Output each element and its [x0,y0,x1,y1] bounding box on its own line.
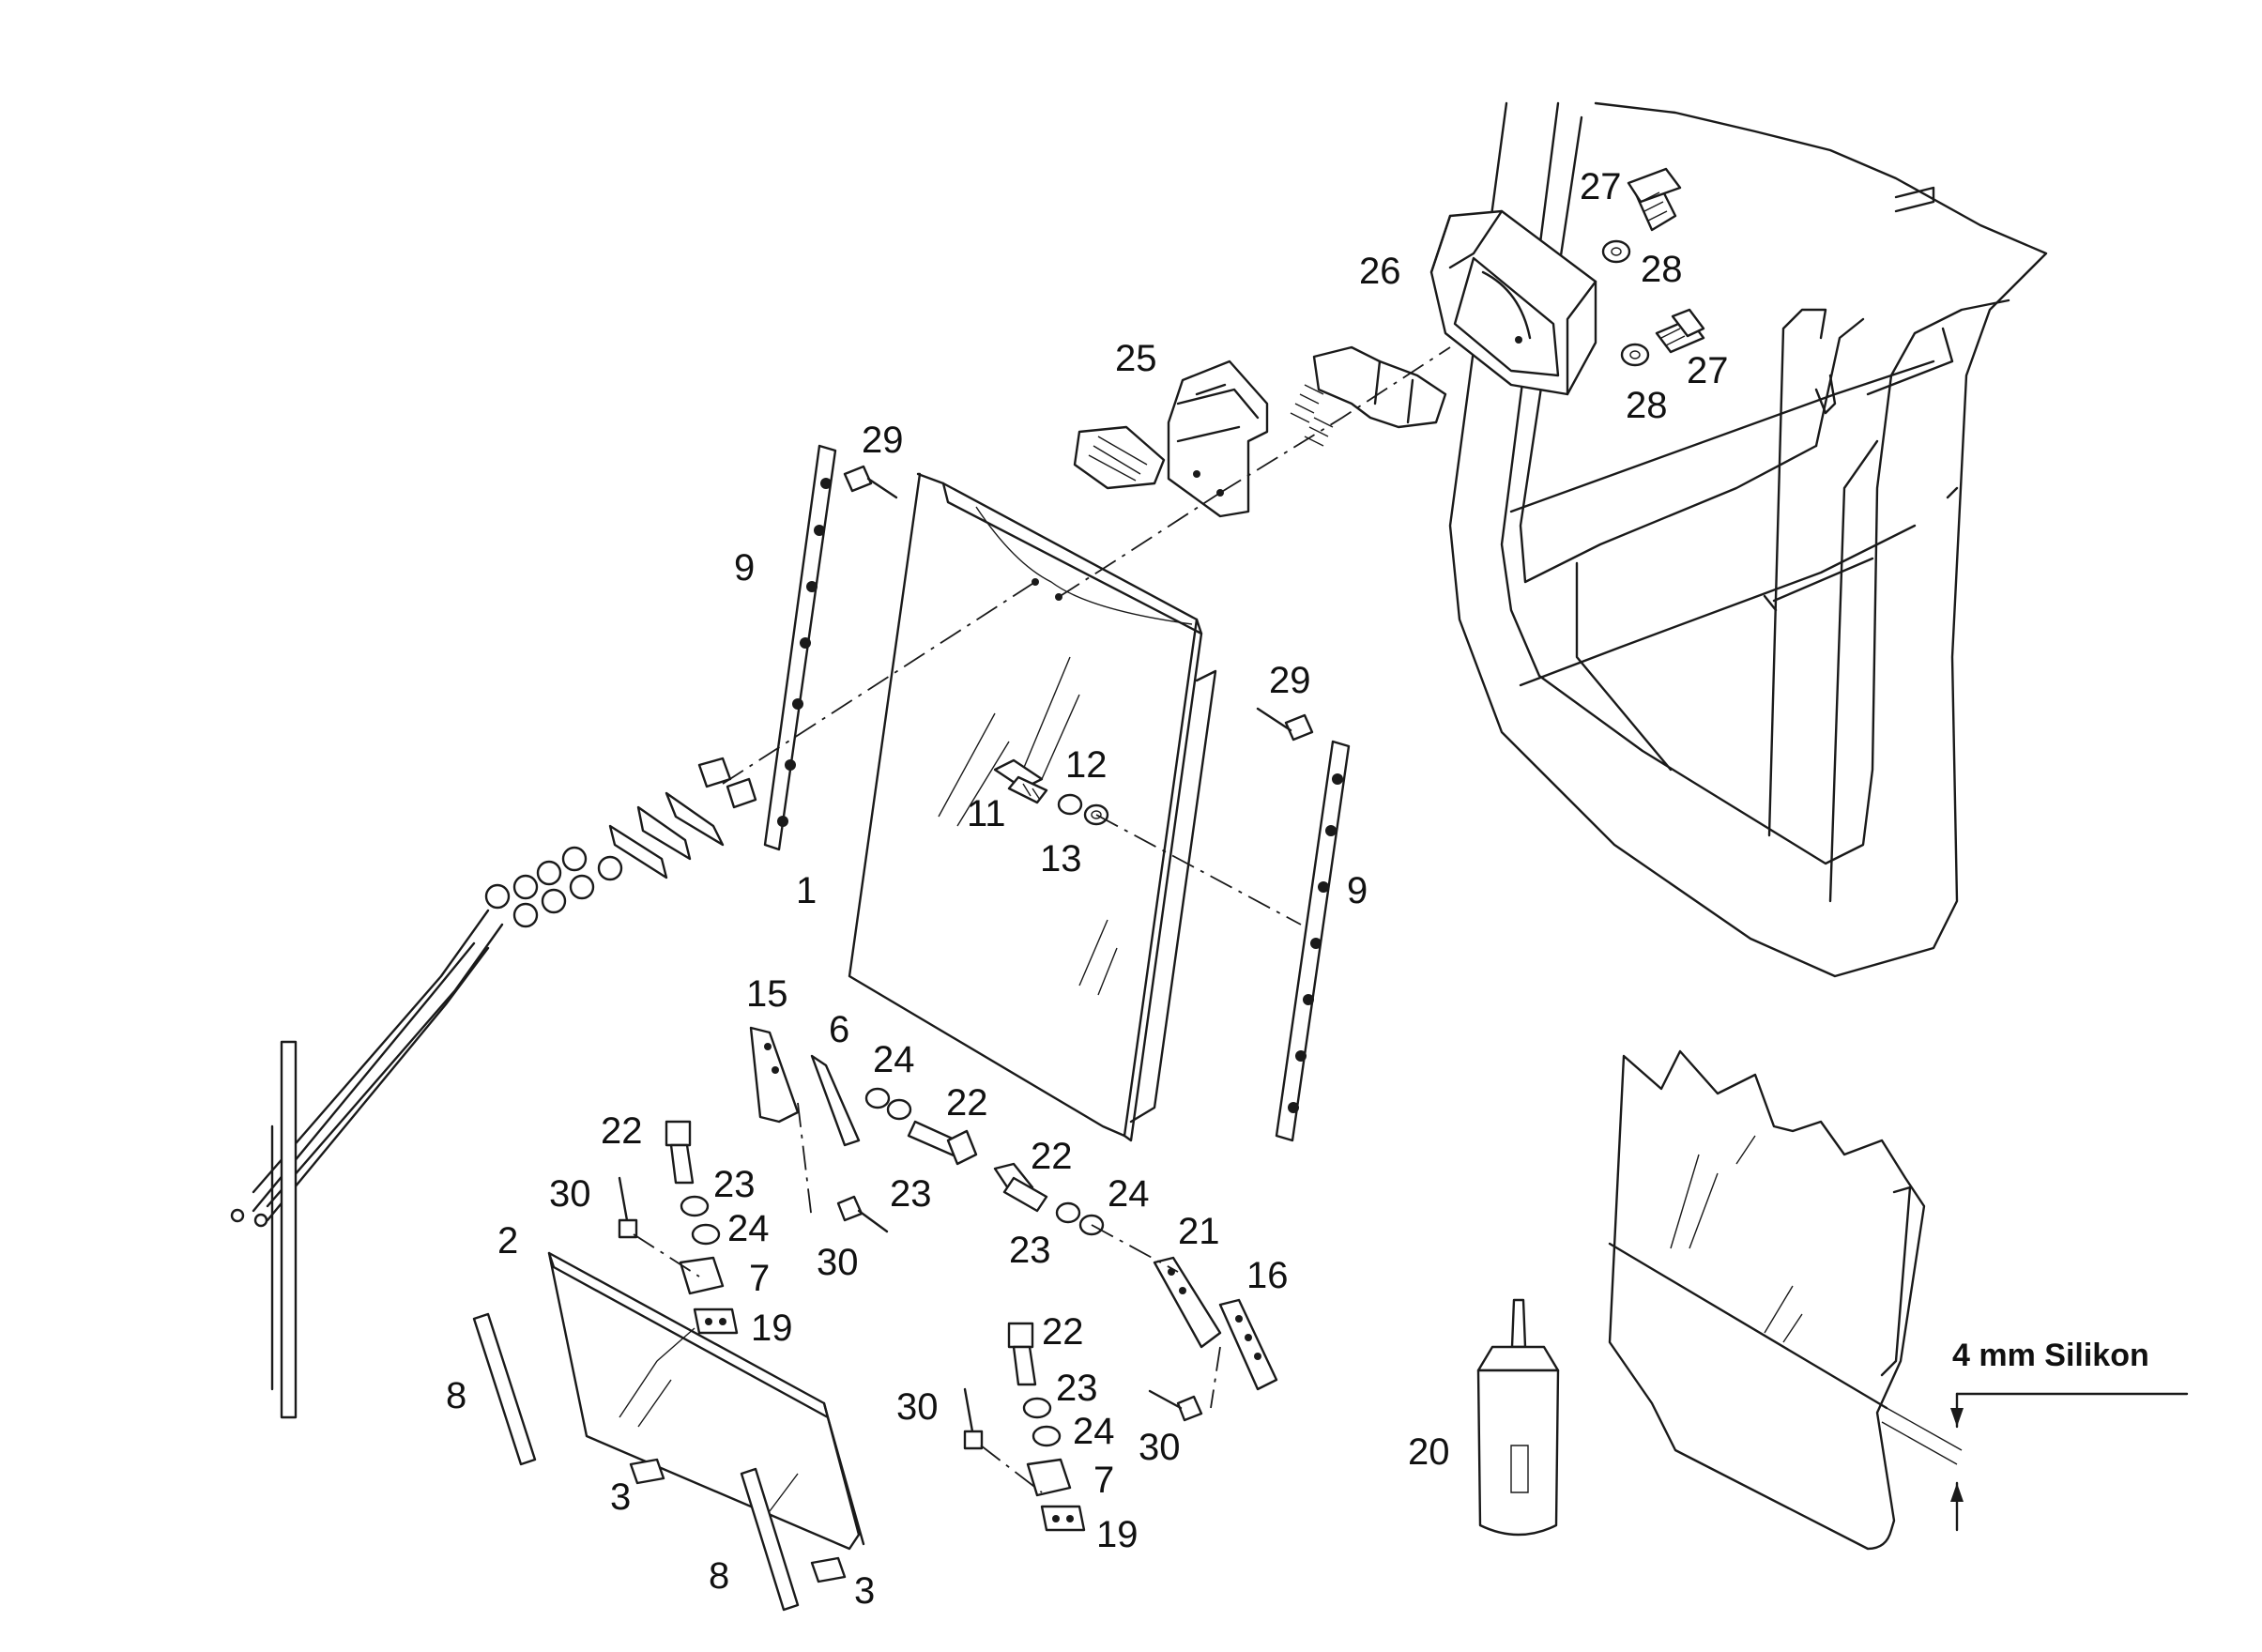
label-22-lower: 22 [1042,1311,1084,1353]
label-29-upper: 29 [862,420,904,461]
label-19-right: 19 [1096,1514,1139,1555]
pad-3-right [810,1556,847,1583]
label-30-left: 30 [549,1173,591,1215]
clip-7-19-right [1026,1425,1086,1532]
screw-30-b [836,1195,889,1233]
label-15: 15 [746,973,788,1015]
strip-6 [810,1054,861,1147]
label-24-upper: 24 [873,1039,915,1080]
label-2: 2 [497,1220,518,1262]
clip-7-19-left [679,1223,739,1335]
label-30-lower: 30 [896,1386,939,1428]
label-21: 21 [1178,1211,1220,1252]
label-22-left: 22 [601,1110,643,1152]
label-22-upper: 22 [946,1082,988,1124]
bolt-22-left [665,1120,710,1217]
label-30-right: 30 [1139,1427,1181,1468]
screw-29-right [1256,707,1314,742]
label-24-mid: 24 [1108,1173,1150,1215]
label-25: 25 [1115,338,1157,379]
label-27-lower: 27 [1687,350,1729,391]
label-20: 20 [1408,1431,1450,1473]
work-light-housing [1429,209,1597,396]
label-23-left: 23 [713,1164,756,1205]
label-6: 6 [829,1009,849,1050]
label-30-mid: 30 [817,1242,859,1283]
label-22-mid: 22 [1031,1136,1073,1177]
wiper-arm [230,909,504,1419]
pad-3-left [629,1458,665,1485]
hinge-strip-9-left [763,444,837,851]
seal-strip-8-left [472,1312,537,1466]
label-24-lower: 24 [1073,1411,1115,1452]
cab-frame [1448,101,2048,978]
label-7-right: 7 [1093,1460,1114,1501]
washer-12 [1057,793,1083,816]
spacer-blocks [608,757,757,880]
label-8-left: 8 [446,1375,466,1416]
label-27-upper: 27 [1580,166,1622,207]
label-9-right: 9 [1347,870,1368,911]
label-3-right: 3 [854,1570,875,1612]
silicone-tube-20 [1476,1298,1560,1537]
bracket-21 [1153,1256,1222,1349]
label-23-upper: 23 [890,1173,932,1215]
bolt-22-upper [907,1120,978,1166]
screw-30-a [618,1176,638,1239]
label-19-left: 19 [751,1308,793,1349]
label-12: 12 [1065,744,1108,786]
bracket-16 [1218,1298,1278,1391]
bolt-22-lower [1007,1322,1052,1419]
screw-29-upper [843,465,898,499]
wiper-motor-assembly [1073,345,1447,518]
seal-strip-8-right [740,1467,800,1612]
label-1: 1 [796,870,817,911]
lower-glass-2 [547,1251,865,1551]
silicone-note: 4 mm Silikon [1952,1338,2149,1373]
label-28-lower: 28 [1626,385,1668,426]
label-9-left: 9 [734,547,755,589]
bolt-27-lower [1655,308,1705,354]
alignment-lines [633,346,1451,1493]
screw-30-c [963,1387,984,1450]
label-26: 26 [1359,251,1401,292]
silicone-detail [1608,1049,2189,1551]
washer-28-lower [1620,343,1650,367]
label-28-upper: 28 [1641,249,1683,290]
label-29-right: 29 [1269,660,1311,701]
label-16: 16 [1246,1255,1289,1296]
callout-labels: 1 2 3 3 6 7 7 8 8 9 9 11 12 13 15 16 19 … [446,166,2149,1612]
label-3-left: 3 [610,1476,631,1518]
label-8-right: 8 [709,1555,729,1597]
washer-24-upper [864,1087,912,1121]
bolt-27-upper [1627,167,1682,232]
label-23-mid: 23 [1009,1230,1051,1271]
hinge-strip-9-right [1275,740,1351,1142]
label-13: 13 [1040,838,1082,880]
label-11: 11 [967,793,1006,834]
washer-28-upper [1601,239,1631,264]
bracket-15 [749,1026,800,1124]
nut-set [484,846,623,928]
screw-30-d [1148,1389,1203,1422]
label-7-left: 7 [749,1258,770,1299]
label-24-left: 24 [727,1208,770,1249]
label-23-lower: 23 [1056,1368,1098,1409]
windscreen-glass-1 [848,472,1217,1142]
bolt-11 [993,758,1048,804]
